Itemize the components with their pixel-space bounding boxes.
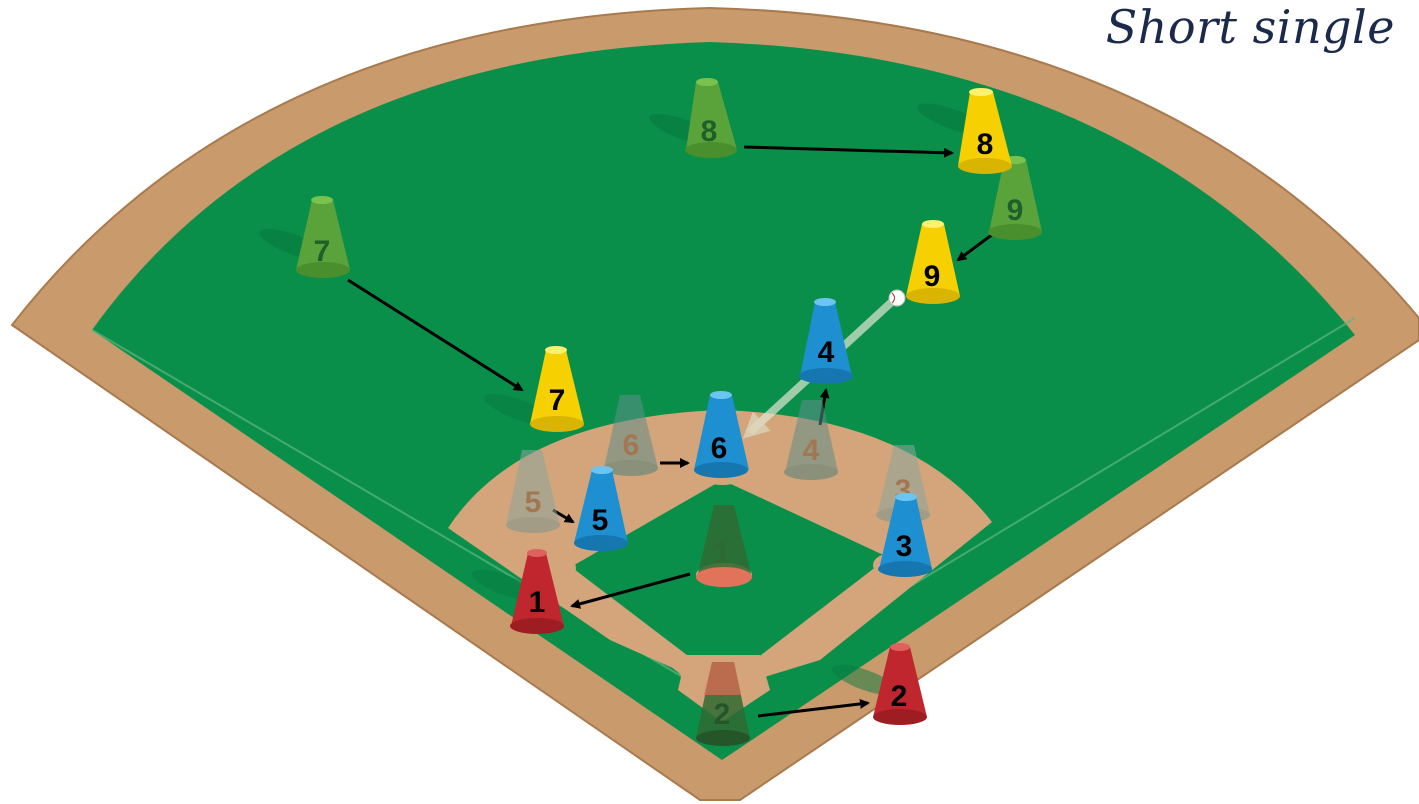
svg-text:1: 1 bbox=[714, 536, 731, 569]
svg-text:7: 7 bbox=[549, 384, 566, 417]
svg-text:7: 7 bbox=[314, 235, 331, 268]
svg-text:1: 1 bbox=[529, 586, 546, 619]
svg-text:6: 6 bbox=[711, 432, 728, 465]
svg-text:5: 5 bbox=[592, 504, 609, 537]
svg-text:3: 3 bbox=[896, 530, 913, 563]
svg-text:4: 4 bbox=[818, 336, 835, 369]
svg-text:8: 8 bbox=[701, 115, 718, 148]
svg-text:2: 2 bbox=[891, 680, 908, 713]
svg-text:6: 6 bbox=[623, 429, 640, 462]
diagram-title: Short single bbox=[1106, 0, 1395, 54]
svg-text:5: 5 bbox=[525, 486, 542, 519]
svg-text:4: 4 bbox=[803, 434, 820, 467]
svg-text:8: 8 bbox=[977, 128, 994, 161]
svg-text:2: 2 bbox=[714, 698, 731, 731]
svg-text:9: 9 bbox=[924, 260, 941, 293]
svg-text:9: 9 bbox=[1007, 194, 1024, 227]
baseball-icon bbox=[889, 290, 905, 306]
